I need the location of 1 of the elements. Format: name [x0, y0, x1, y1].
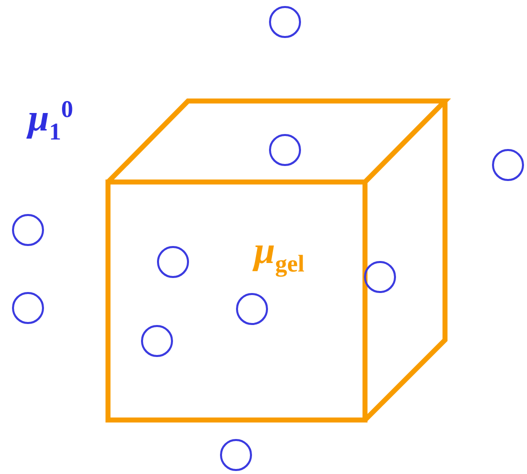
potential-label: μ$_{gel}$: [254, 232, 304, 277]
